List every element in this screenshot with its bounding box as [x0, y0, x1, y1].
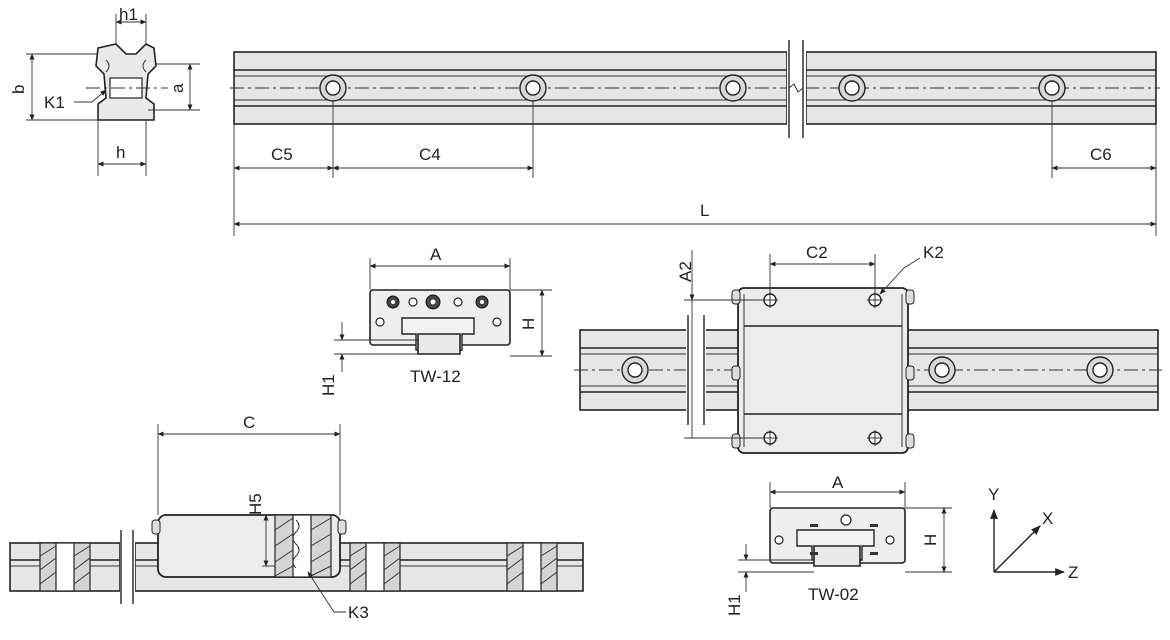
- long-rail: [230, 40, 1160, 236]
- label-l: L: [700, 201, 709, 220]
- label-h-tw02: H: [921, 534, 940, 546]
- label-b: b: [9, 85, 28, 94]
- label-tw12: TW-12: [410, 367, 461, 386]
- label-h1-tw12: H1: [319, 374, 338, 396]
- tw02-end-view: [738, 482, 952, 592]
- label-k1: K1: [44, 93, 65, 112]
- label-a2: A2: [676, 261, 695, 282]
- label-k3: K3: [348, 603, 369, 622]
- label-h1: h1: [119, 5, 138, 24]
- label-a: a: [168, 83, 187, 93]
- rail-cross-section: [26, 14, 200, 176]
- label-k2: K2: [923, 243, 944, 262]
- axis-z-label: Z: [1068, 563, 1078, 582]
- tw12-end-view: [334, 258, 552, 372]
- label-h: h: [116, 143, 125, 162]
- label-h-tw12: H: [519, 318, 538, 330]
- label-h1-tw02: H1: [725, 594, 744, 616]
- axis-y-label: Y: [988, 485, 999, 504]
- label-c4: C4: [419, 145, 441, 164]
- label-c2: C2: [806, 243, 828, 262]
- axis-triad: [990, 509, 1065, 576]
- label-h5: H5: [246, 493, 265, 515]
- label-a-bottom: A: [832, 473, 844, 492]
- label-c6: C6: [1090, 145, 1112, 164]
- top-view-block-on-rail: [574, 250, 1162, 454]
- label-a-top: A: [430, 245, 442, 264]
- label-c5: C5: [271, 145, 293, 164]
- label-c: C: [243, 413, 255, 432]
- axis-x-label: X: [1042, 509, 1053, 528]
- side-view-section: [9, 424, 584, 613]
- label-tw02: TW-02: [808, 585, 859, 604]
